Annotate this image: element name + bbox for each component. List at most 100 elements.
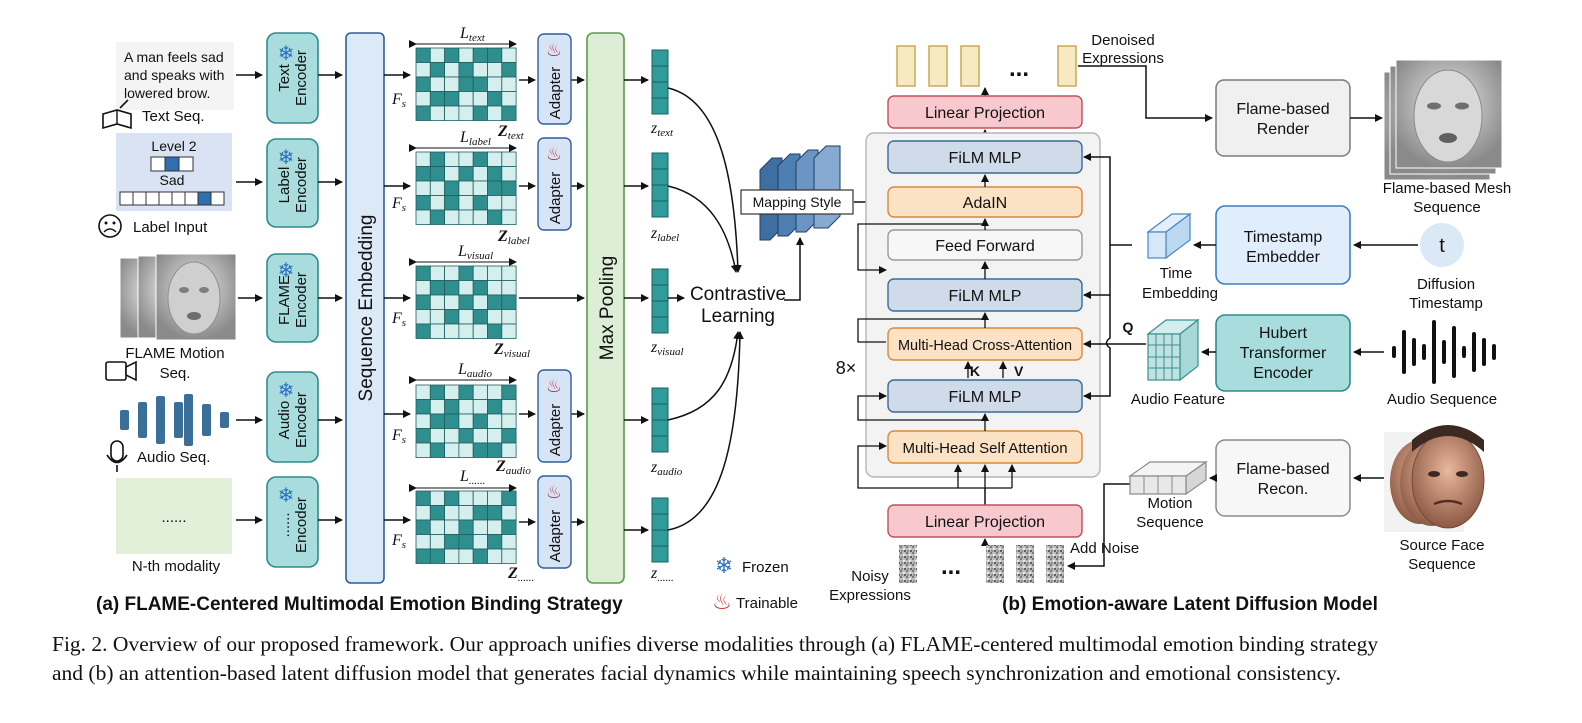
nth-modality-box — [116, 478, 232, 554]
sequence-embedding: Sequence Embedding — [345, 32, 385, 584]
z-visual-label: Zvisual — [493, 341, 530, 360]
matrix-cell — [458, 548, 474, 564]
flame-encoder-label-1: FLAME — [276, 275, 293, 325]
mesh-seq-label-1: Flame-based Mesh — [1383, 180, 1511, 197]
matrix-cell — [458, 180, 474, 196]
l-nth-label: L...... — [459, 468, 485, 487]
adapter-text-label: Adapter — [547, 67, 564, 120]
flame-motion-input: FLAME Motion Seq. — [105, 253, 237, 382]
matrix-cell — [501, 428, 517, 444]
z-labels: ztext zlabel zvisual zaudio z...... — [650, 120, 684, 584]
fs-label-4: Fs — [391, 427, 406, 446]
snowflake-icon: ❄ — [278, 43, 295, 65]
text-seq-label: Text Seq. — [142, 108, 205, 125]
audio-bars — [120, 394, 229, 446]
matrix-cell — [472, 309, 488, 325]
denoised-ellipsis: ... — [1009, 55, 1029, 82]
source-face-sequence — [1384, 425, 1485, 532]
noise-frame — [986, 545, 1004, 583]
mapping-style-label: Mapping Style — [753, 194, 842, 210]
matrix-cell — [487, 76, 503, 92]
flame-render-label-2: Render — [1257, 121, 1310, 138]
matrix-cell — [501, 442, 517, 458]
legend-frozen: Frozen — [742, 559, 789, 576]
motion-sequence-label-2: Sequence — [1136, 514, 1204, 531]
contrastive-label-1: Contrastive — [690, 284, 786, 305]
adapters: ♨ Adapter ♨ Adapter ♨ Adapter ♨ Adapter — [537, 33, 572, 569]
audio-feature-label: Audio Feature — [1131, 391, 1225, 408]
adapter-text: ♨ Adapter — [537, 33, 572, 125]
text-input-line-2: and speaks with — [124, 67, 224, 83]
timestamp-embedder-label-2: Embedder — [1246, 249, 1320, 266]
matrix-cell — [501, 209, 517, 225]
matrix-cell — [501, 151, 517, 167]
matrix-cell — [429, 309, 445, 325]
audio-sequence-label: Audio Sequence — [1387, 391, 1497, 408]
hubert-box — [1215, 314, 1351, 392]
matrix-cell — [458, 323, 474, 339]
matrix-cell — [458, 265, 474, 281]
input-arrows — [236, 71, 263, 524]
left-panel: A man feels sad and speaks with lowered … — [96, 25, 887, 615]
matrix-cell — [415, 166, 431, 182]
matrix-cell — [487, 47, 503, 63]
matrix-cell — [444, 195, 460, 211]
snowflake-icon: ❄ — [278, 485, 295, 507]
flame-icon: ♨ — [546, 376, 562, 396]
matrix-cell — [458, 209, 474, 225]
flame-icon: ♨ — [546, 144, 562, 164]
audio-feature-cube — [1146, 318, 1200, 382]
l-audio-label: Laudio — [457, 361, 492, 380]
matrix-cell — [458, 151, 474, 167]
nth-encoder: ...... Encoder ❄ — [266, 476, 319, 568]
video-camera-icon — [105, 360, 137, 382]
matrix-cell — [458, 294, 474, 310]
film-mlp-2-label: FiLM MLP — [949, 288, 1022, 305]
hubert-label-2: Transformer — [1240, 345, 1327, 362]
matrix-cell — [487, 442, 503, 458]
snowflake-icon: ❄ — [278, 380, 295, 402]
matrix-cell — [415, 180, 431, 196]
matrix-cell — [458, 195, 474, 211]
label-input-label: Label Input — [133, 219, 208, 236]
repeat-count: 8× — [836, 358, 857, 378]
label-level: Level 2 — [151, 138, 196, 154]
nth-encoder-label-1: ...... — [276, 512, 293, 537]
matrix-cell — [487, 180, 503, 196]
matrix-cell — [444, 62, 460, 78]
matrix-cell — [458, 62, 474, 78]
matrix-cell — [472, 534, 488, 550]
matrix-cell — [472, 62, 488, 78]
matrix-cell — [472, 180, 488, 196]
t-circle — [1420, 223, 1464, 267]
diffusion-timestamp-label-1: Diffusion — [1417, 276, 1475, 293]
flame-encoder-label-2: Encoder — [293, 272, 310, 328]
matrix-cell — [501, 265, 517, 281]
matrix-cell — [444, 413, 460, 429]
fs-label-1: Fs — [391, 91, 406, 110]
adapter-audio-label: Adapter — [547, 404, 564, 457]
matrix-cell — [415, 280, 431, 296]
timestamp-embedder-label-1: Timestamp — [1244, 229, 1323, 246]
matrix-cell — [415, 399, 431, 415]
matrix-cell — [429, 384, 445, 400]
matrix-cell — [415, 548, 431, 564]
flame-icon: ♨ — [712, 589, 732, 614]
z-label-label: Zlabel — [497, 228, 530, 247]
flame-render-box — [1215, 79, 1351, 157]
matrix-cell — [487, 105, 503, 121]
matrix-cell — [415, 105, 431, 121]
matrix-cell — [429, 490, 445, 506]
label-input: Level 2 Sad Label Input — [98, 133, 232, 238]
matrix-cell — [501, 166, 517, 182]
nth-modality-dots: ...... — [161, 509, 186, 526]
caption-line-1: Fig. 2. Overview of our proposed framewo… — [52, 632, 1379, 656]
matrix-cell — [487, 519, 503, 535]
matrix-cell — [472, 428, 488, 444]
matrix-cell — [487, 62, 503, 78]
sad-face-icon — [98, 214, 122, 238]
matrix-cell — [429, 105, 445, 121]
matrix-cell — [415, 62, 431, 78]
matrix-cell — [429, 519, 445, 535]
denoised-bars — [896, 45, 1077, 87]
